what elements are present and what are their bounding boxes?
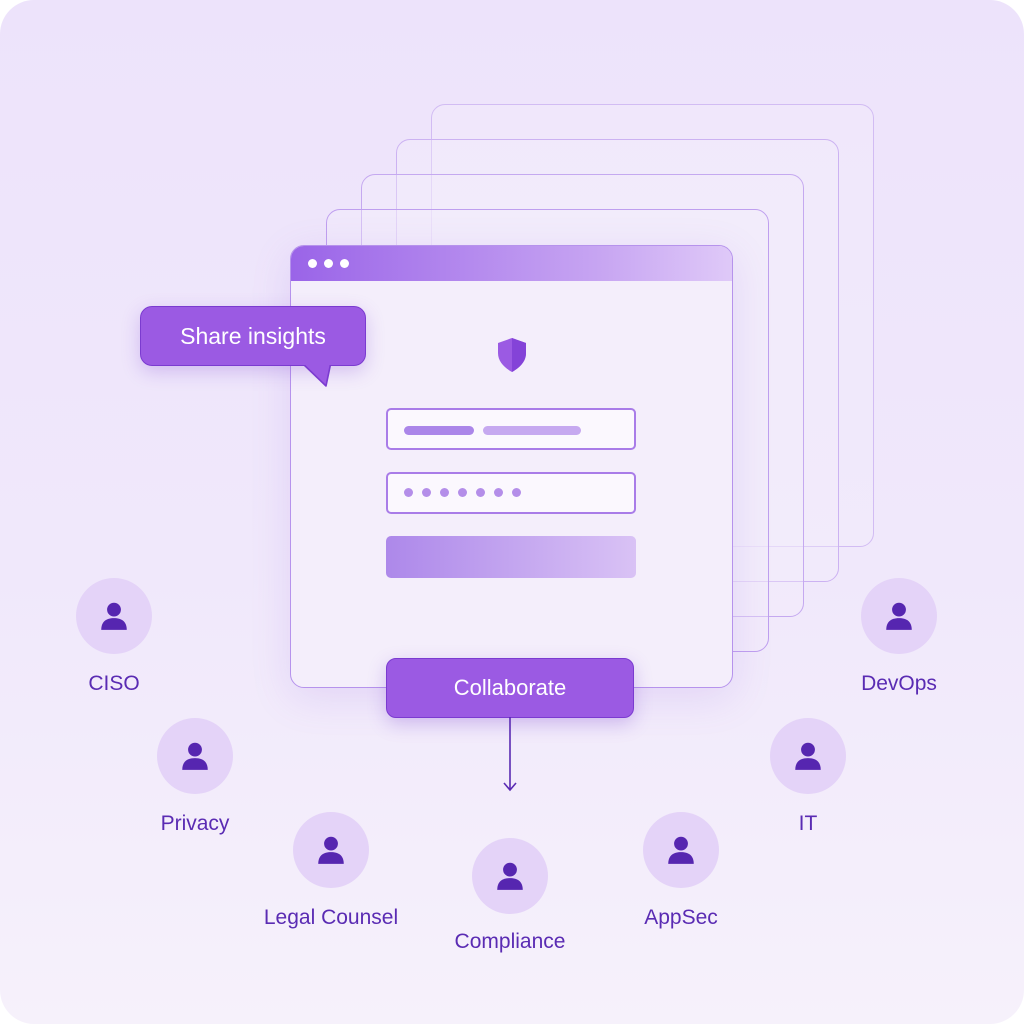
user-icon — [664, 833, 698, 867]
avatar — [643, 812, 719, 888]
avatar — [76, 578, 152, 654]
user-icon — [178, 739, 212, 773]
password-dot — [422, 488, 431, 497]
password-field[interactable] — [386, 472, 636, 514]
window-title-bar — [291, 246, 732, 281]
window-dot — [324, 259, 333, 268]
avatar — [293, 812, 369, 888]
avatar — [157, 718, 233, 794]
shield-icon — [498, 338, 526, 372]
avatar — [861, 578, 937, 654]
window-dot — [340, 259, 349, 268]
collaborate-label: Collaborate — [453, 675, 567, 700]
role-label: Legal Counsel — [263, 906, 399, 929]
placeholder-bar — [483, 426, 581, 435]
collaborate-button[interactable]: Collaborate — [386, 658, 634, 718]
role-label: IT — [798, 812, 818, 835]
placeholder-bar — [404, 426, 474, 435]
password-dot — [476, 488, 485, 497]
password-dot — [512, 488, 521, 497]
arrow-down-icon — [503, 717, 517, 792]
share-insights-bubble: Share insights — [140, 306, 366, 366]
submit-button[interactable] — [386, 536, 636, 578]
share-insights-label: Share insights — [180, 322, 326, 349]
role-label: AppSec — [644, 906, 718, 929]
user-icon — [882, 599, 916, 633]
user-icon — [97, 599, 131, 633]
role-label: Privacy — [160, 812, 230, 835]
user-icon — [791, 739, 825, 773]
role-label: DevOps — [861, 672, 937, 695]
username-field[interactable] — [386, 408, 636, 450]
user-icon — [493, 859, 527, 893]
role-label: Compliance — [454, 930, 566, 953]
password-dot — [404, 488, 413, 497]
user-icon — [314, 833, 348, 867]
password-dot — [494, 488, 503, 497]
avatar — [472, 838, 548, 914]
window-dot — [308, 259, 317, 268]
role-label: CISO — [88, 672, 140, 695]
password-dot — [458, 488, 467, 497]
avatar — [770, 718, 846, 794]
password-dot — [440, 488, 449, 497]
bubble-tail — [300, 362, 334, 387]
